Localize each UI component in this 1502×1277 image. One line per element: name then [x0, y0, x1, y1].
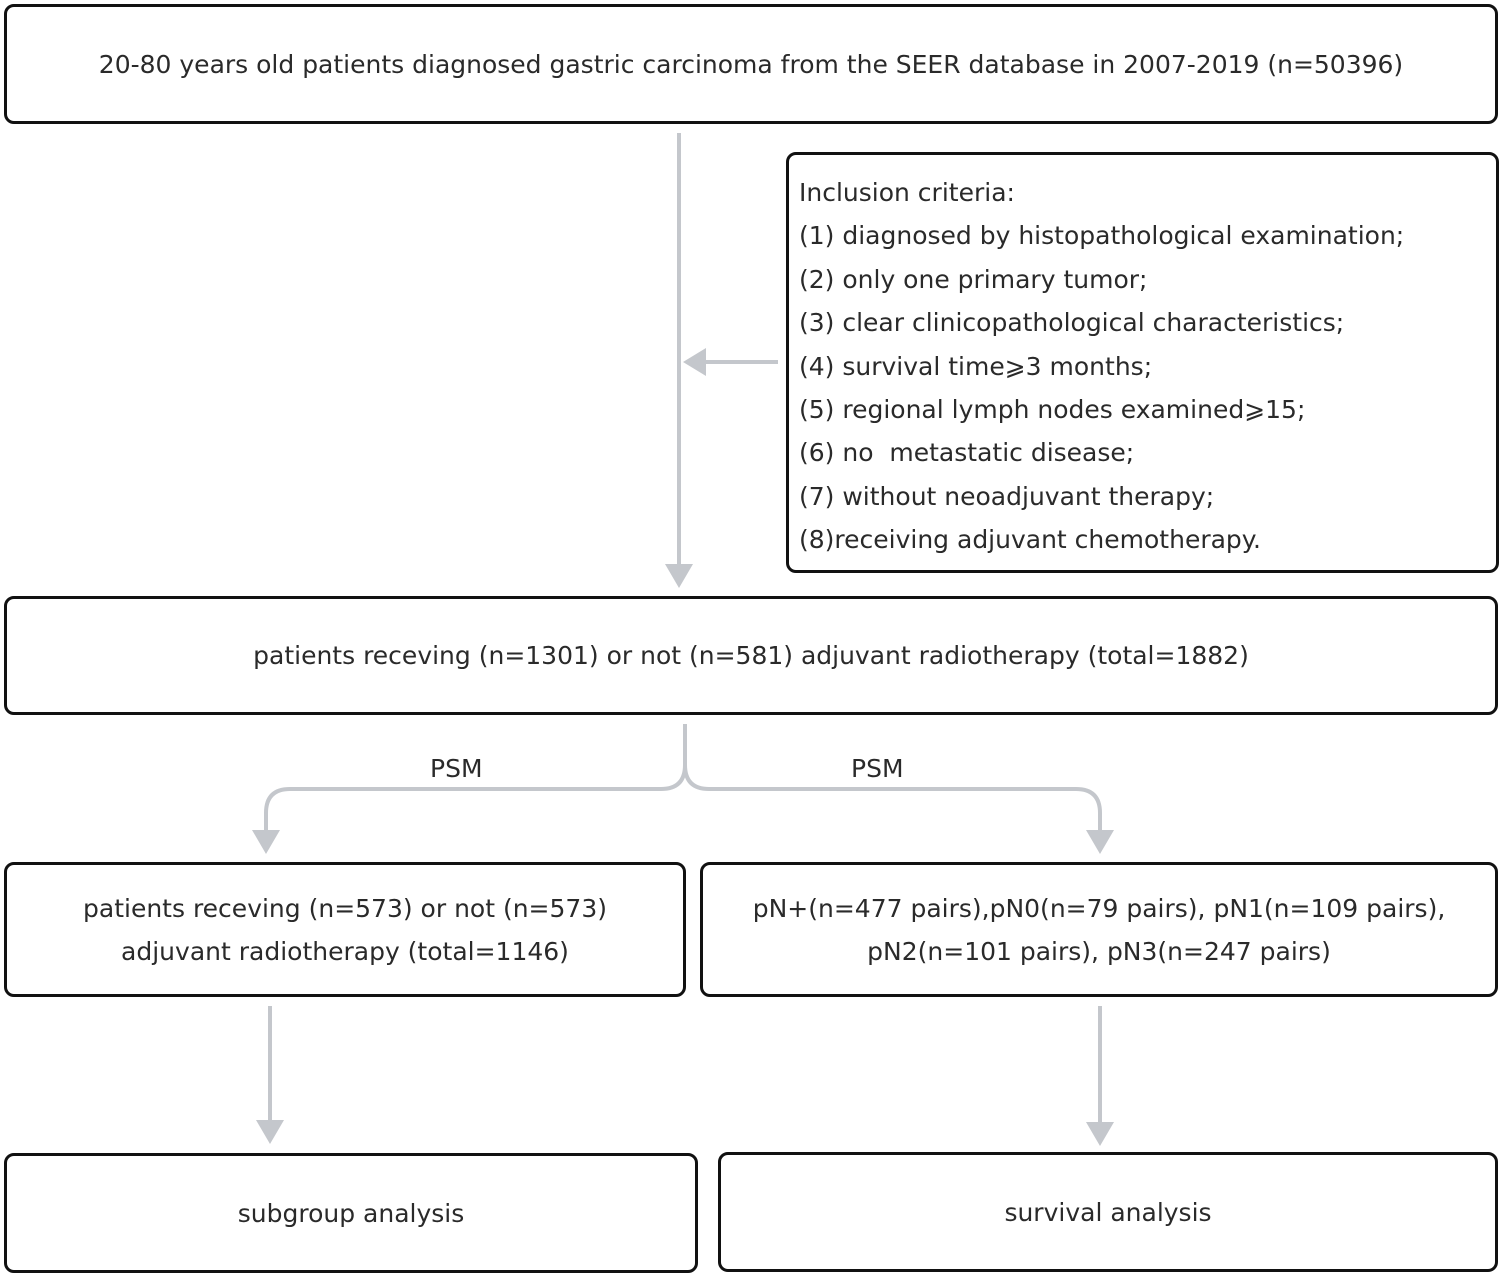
source-population-text: 20-80 years old patients diagnosed gastr… — [98, 49, 1404, 79]
survival-analysis-box: survival analysis — [718, 1152, 1498, 1272]
arrow-cohort-to-pairs — [683, 764, 1102, 832]
survival-analysis-text: survival analysis — [1004, 1197, 1212, 1227]
study-cohort-text: patients receving (n=1301) or not (n=581… — [253, 641, 1249, 670]
inclusion-criterion-item: (5) regional lymph nodes examined⩾15; — [799, 395, 1306, 425]
inclusion-criterion-item: (1) diagnosed by histopathological exami… — [799, 221, 1405, 251]
matched-pairs-line-2: pN2(n=101 pairs), pN3(n=247 pairs) — [867, 936, 1331, 966]
arrowhead-down-icon — [1086, 830, 1114, 854]
inclusion-criterion-item: (3) clear clinicopathological characteri… — [799, 308, 1345, 338]
inclusion-criterion-item: (7) without neoadjuvant therapy; — [799, 481, 1215, 511]
arrowhead-left-icon — [683, 348, 706, 376]
arrow-cohort-to-matched — [264, 724, 687, 832]
matched-pairs-box: pN+(n=477 pairs),pN0(n=79 pairs), pN1(n=… — [700, 862, 1498, 997]
psm-label-right: PSM — [851, 754, 904, 783]
subgroup-analysis-box: subgroup analysis — [4, 1153, 698, 1273]
inclusion-criterion-item: (8)receiving adjuvant chemotherapy. — [799, 525, 1261, 555]
psm-label-left: PSM — [430, 754, 483, 783]
matched-cohort-box: patients receving (n=573) or not (n=573)… — [4, 862, 686, 997]
subgroup-analysis-text: subgroup analysis — [237, 1198, 465, 1228]
arrowhead-down-icon — [665, 564, 693, 588]
source-population-box: 20-80 years old patients diagnosed gastr… — [4, 4, 1498, 124]
arrowhead-down-icon — [252, 830, 280, 854]
arrowhead-down-icon — [256, 1120, 284, 1144]
study-cohort-box: patients receving (n=1301) or not (n=581… — [4, 596, 1498, 715]
matched-cohort-line-2: adjuvant radiotherapy (total=1146) — [121, 936, 569, 966]
inclusion-criteria-title: Inclusion criteria: — [799, 178, 1015, 207]
inclusion-criterion-item: (2) only one primary tumor; — [799, 264, 1148, 294]
matched-pairs-line-1: pN+(n=477 pairs),pN0(n=79 pairs), pN1(n=… — [752, 893, 1446, 923]
inclusion-criterion-item: (6) no metastatic disease; — [799, 438, 1135, 468]
inclusion-criterion-item: (4) survival time⩾3 months; — [799, 351, 1153, 381]
matched-cohort-line-1: patients receving (n=573) or not (n=573) — [83, 893, 607, 923]
inclusion-criteria-box: Inclusion criteria: (1) diagnosed by his… — [786, 152, 1499, 573]
arrowhead-down-icon — [1086, 1122, 1114, 1146]
